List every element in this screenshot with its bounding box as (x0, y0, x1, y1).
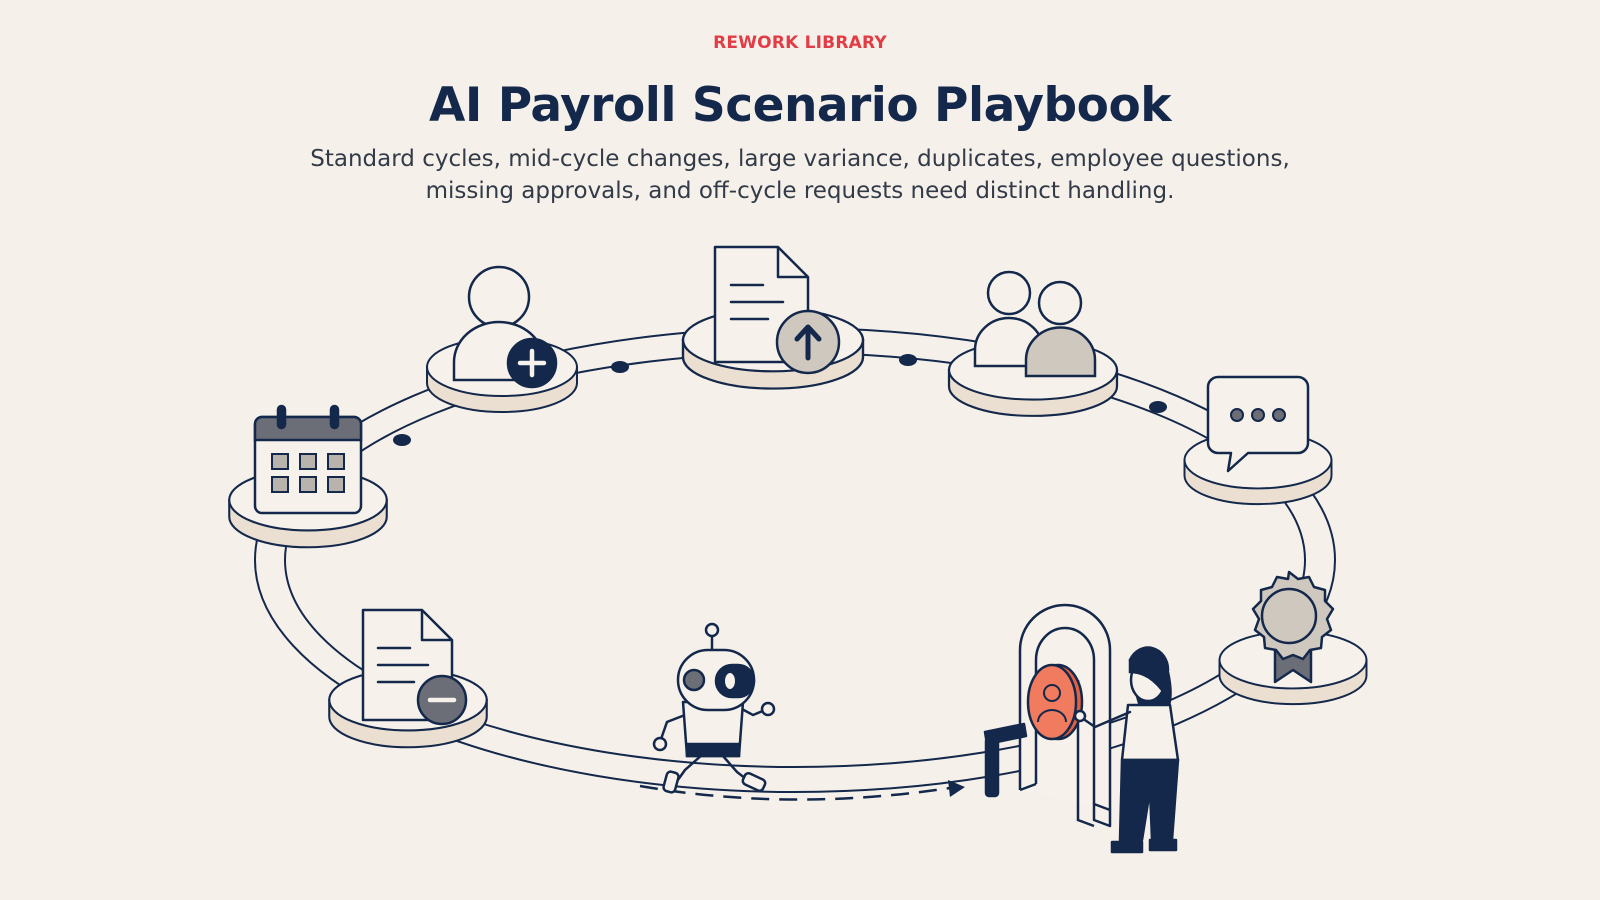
station-employee-questions (1183, 375, 1333, 506)
station-duplicates (947, 270, 1119, 418)
page-subtitle: Standard cycles, mid-cycle changes, larg… (310, 146, 1290, 204)
station-approvals (1218, 570, 1368, 706)
chat-bubble-icon (1206, 375, 1310, 473)
calendar-icon (253, 404, 363, 515)
station-off-cycle (328, 608, 488, 749)
eyebrow-label: REWORK LIBRARY (713, 33, 887, 53)
duplicate-people-icon (973, 270, 1097, 378)
award-badge-icon (1251, 570, 1335, 684)
robot-icon (652, 622, 776, 794)
person-icon (1073, 646, 1180, 854)
track-connector-dots (393, 354, 1167, 446)
document-remove-icon (361, 608, 468, 726)
station-document-upload (681, 245, 865, 390)
page-title: AI Payroll Scenario Playbook (428, 78, 1172, 133)
add-person-icon (452, 265, 558, 389)
document-upload-icon (713, 245, 841, 375)
gate-icon (983, 603, 1112, 828)
station-add-person (426, 265, 578, 413)
progress-arrow (639, 780, 965, 801)
station-calendar (228, 404, 388, 549)
badge-reader-icon (1026, 663, 1084, 741)
turnstile-arm (983, 722, 1028, 798)
